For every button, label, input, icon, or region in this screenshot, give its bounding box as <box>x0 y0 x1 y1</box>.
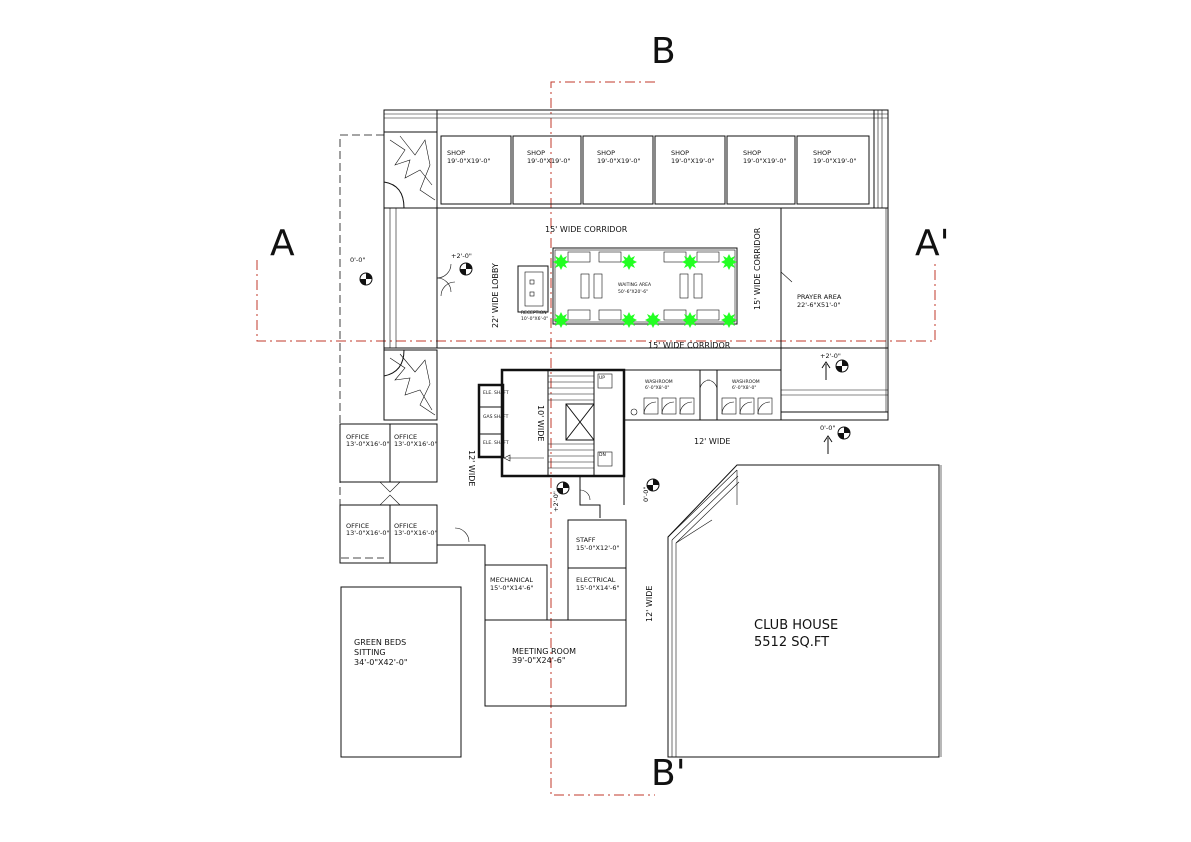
washrooms: WASHROOM 6'-0"X8'-0" WASHROOM 6'-0"X8'-0… <box>630 370 773 420</box>
green-beds-label-2: SITTING <box>354 648 386 657</box>
level-marker-mid: 0'-0" <box>642 478 660 502</box>
office-1-label: OFFICE <box>346 433 369 441</box>
staff-size: 15'-0"X12'-0" <box>576 544 620 552</box>
wide-12-label-b: 12' WIDE <box>467 450 476 486</box>
left-entrance-canopy-bottom <box>383 349 438 421</box>
green-beds-label-1: GREEN BEDS <box>354 638 406 647</box>
green-beds: GREEN BEDS SITTING 34'-0"X42'-0" <box>340 586 462 758</box>
service-rooms: STAFF 15'-0"X12'-0" ELECTRICAL 15'-0"X14… <box>484 519 627 707</box>
wide-10-label: 10' WIDE <box>536 405 545 441</box>
waiting-area-size: 50'-6"X20'-6" <box>618 289 648 295</box>
shafts: ELE. SHAFT GAS SHAFT ELE. SHAFT <box>477 383 509 459</box>
wide-12-label-a: 12' WIDE <box>694 437 730 446</box>
electrical-size: 15'-0"X14'-6" <box>576 584 620 592</box>
level-marker-right-lower: 0'-0" <box>820 424 851 454</box>
club-house-label: CLUB HOUSE <box>754 618 838 633</box>
reception-desk: RECEPTION 10'-0"X6'-0" <box>517 265 549 322</box>
mechanical-label: MECHANICAL <box>490 576 533 584</box>
level-marker-lobby: +2'-0" <box>451 252 473 276</box>
shop-3-label: SHOP <box>597 149 615 157</box>
section-mark-b-top: B <box>651 31 676 72</box>
corridor-bottom-label: 15' WIDE CORRIDOR <box>648 341 731 350</box>
level-marker-prayer: +2'-0" <box>820 352 849 380</box>
shops-row <box>440 135 870 205</box>
section-mark-b-bottom: B' <box>651 753 686 794</box>
shop-2-label: SHOP <box>527 149 545 157</box>
prayer-area-label: PRAYER AREA <box>797 293 842 301</box>
shop-1-label: SHOP <box>447 149 465 157</box>
club-house: CLUB HOUSE 5512 SQ.FT <box>667 464 942 758</box>
club-house-area: 5512 SQ.FT <box>754 635 829 650</box>
shop-3-size: 19'-0"X19'-0" <box>597 157 641 165</box>
prayer-area-size: 22'-6"X51'-0" <box>797 301 841 309</box>
waiting-area: WAITING AREA 50'-6"X20'-6" <box>552 247 738 325</box>
shop-4-size: 19'-0"X19'-0" <box>671 157 715 165</box>
prayer-area: PRAYER AREA 22'-6"X51'-0" <box>780 271 842 309</box>
washroom-1-label: WASHROOM <box>645 379 673 385</box>
shop-6-label: SHOP <box>813 149 831 157</box>
stair-dn-label: DN <box>599 452 606 458</box>
level-2-lobby: +2'-0" <box>451 252 472 260</box>
level-0-right: 0'-0" <box>820 424 835 432</box>
lobby-door <box>436 260 456 297</box>
meeting-room-label: MEETING ROOM <box>512 647 576 656</box>
washroom-2-label: WASHROOM <box>732 379 760 385</box>
reception-size: 10'-0"X6'-0" <box>521 316 548 322</box>
waiting-area-label: WAITING AREA <box>618 282 652 288</box>
corridor-right-label: 15' WIDE CORRIDOR <box>753 227 762 310</box>
mechanical-size: 15'-0"X14'-6" <box>490 584 534 592</box>
shop-5-label: SHOP <box>743 149 761 157</box>
office-2-size: 13'-0"X16'-0" <box>394 440 438 448</box>
washroom-1-size: 6'-0"X8'-0" <box>645 385 669 391</box>
wide-12-label-c: 12' WIDE <box>645 586 654 622</box>
reception-label: RECEPTION <box>521 310 547 316</box>
level-2-stair: +2'-0" <box>552 491 560 512</box>
green-beds-size: 34'-0"X42'-0" <box>354 658 408 667</box>
level-marker-left: 0'-0" <box>350 256 373 286</box>
electrical-label: ELECTRICAL <box>576 576 616 584</box>
office-1-size: 13'-0"X16'-0" <box>346 440 390 448</box>
shop-1-size: 19'-0"X19'-0" <box>447 157 491 165</box>
stair-core: UP DN <box>500 368 626 478</box>
corridor-top-label: 15' WIDE CORRIDOR <box>545 225 628 234</box>
shop-labels: SHOP 19'-0"X19'-0" SHOP 19'-0"X19'-0" SH… <box>447 149 857 165</box>
left-entrance-canopy-top <box>383 131 438 209</box>
office-3-label: OFFICE <box>346 522 369 530</box>
shop-6-size: 19'-0"X19'-0" <box>813 157 857 165</box>
stair-up-label: UP <box>599 375 605 381</box>
gas-shaft-label: GAS SHAFT <box>483 414 509 420</box>
offices: OFFICE 13'-0"X16'-0" OFFICE 13'-0"X16'-0… <box>339 423 438 564</box>
washroom-2-size: 6'-0"X8'-0" <box>732 385 756 391</box>
ele-shaft-1-label: ELE. SHAFT <box>483 390 509 396</box>
left-dashed-zone <box>339 134 384 559</box>
level-marker-stair: +2'-0" <box>552 481 570 512</box>
lobby-label: 22' WIDE LOBBY <box>491 263 500 328</box>
section-line-a <box>256 260 936 342</box>
office-2-label: OFFICE <box>394 433 417 441</box>
staff-label: STAFF <box>576 536 596 544</box>
shop-5-size: 19'-0"X19'-0" <box>743 157 787 165</box>
lower-walls <box>436 476 625 565</box>
ele-shaft-2-label: ELE. SHAFT <box>483 440 509 446</box>
section-mark-a-right: A' <box>915 223 950 264</box>
meeting-room-size: 39'-0"X24'-6" <box>512 656 566 665</box>
section-mark-a-left: A <box>270 223 295 264</box>
level-0-left: 0'-0" <box>350 256 365 264</box>
plant-markers <box>553 254 737 328</box>
level-0-mid: 0'-0" <box>642 487 650 502</box>
level-2-right: +2'-0" <box>820 352 841 360</box>
office-4-label: OFFICE <box>394 522 417 530</box>
shop-2-size: 19'-0"X19'-0" <box>527 157 571 165</box>
office-4-size: 13'-0"X16'-0" <box>394 529 438 537</box>
office-3-size: 13'-0"X16'-0" <box>346 529 390 537</box>
shop-4-label: SHOP <box>671 149 689 157</box>
section-line-b <box>550 81 655 796</box>
